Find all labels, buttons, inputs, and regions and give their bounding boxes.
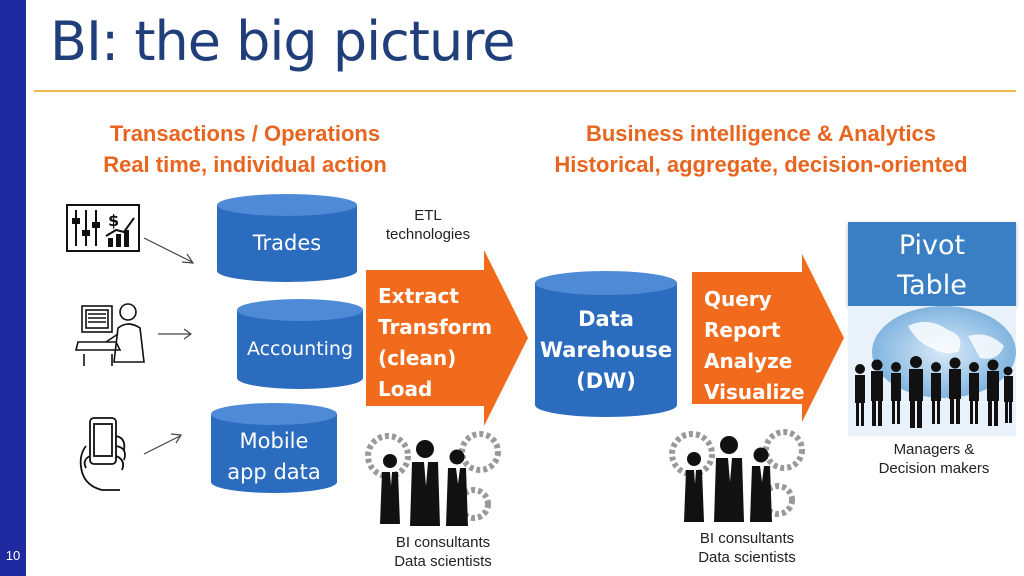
etl-step-clean: (clean) [378, 346, 457, 370]
consultants-image-right [668, 424, 810, 522]
etl-step-load: Load [378, 377, 433, 401]
consultants-image-left [364, 426, 506, 526]
dw-line1: Data [578, 307, 634, 331]
managers-caption: Managers & Decision makers [856, 440, 1012, 478]
heading-transactions-line2: Real time, individual action [103, 152, 387, 177]
dw-line2: Warehouse [539, 338, 673, 362]
arrow-trades [143, 237, 195, 264]
data-warehouse-label: Data Warehouse (DW) [534, 304, 678, 397]
consultants-left-line1: BI consultants [395, 534, 491, 551]
pivot-table-box: Pivot Table [848, 222, 1016, 306]
trades-label: Trades [252, 231, 322, 255]
analysis-step-analyze: Analyze [704, 349, 793, 373]
trades-cylinder: Trades [216, 193, 358, 283]
arrow-accounting [158, 328, 193, 340]
managers-image [848, 306, 1016, 436]
analysis-arrow [692, 254, 844, 422]
heading-bi-line1: Business intelligence & Analytics [585, 121, 937, 146]
etl-step-extract: Extract [378, 284, 459, 308]
mobile-cylinder: Mobile app data [210, 402, 338, 494]
pivot-line1: Pivot [898, 230, 966, 261]
svg-text:$: $ [108, 211, 119, 230]
analysis-step-report: Report [704, 318, 781, 342]
pivot-line2: Table [897, 270, 967, 301]
pivot-table-label: Pivot Table [848, 222, 1016, 306]
heading-bi-analytics: Business intelligence & Analytics Histor… [510, 118, 1012, 180]
consultants-right-line1: BI consultants [699, 530, 795, 547]
etl-caption-line1: ETL [414, 207, 442, 224]
sidebar-bar [0, 0, 26, 576]
mobile-label-line2: app data [227, 460, 321, 484]
slide-number: 10 [5, 548, 21, 563]
dw-line3: (DW) [576, 369, 636, 393]
trading-icon: $ [66, 204, 140, 252]
etl-caption: ETL technologies [372, 206, 484, 244]
accounting-label: Accounting [246, 338, 354, 360]
etl-arrow [366, 250, 528, 426]
heading-transactions-line1: Transactions / Operations [109, 121, 381, 146]
arrow-mobile [143, 433, 183, 455]
data-warehouse-cylinder: Data Warehouse (DW) [534, 270, 678, 418]
etl-step-transform: Transform [378, 315, 493, 339]
analysis-step-visualize: Visualize [704, 380, 805, 404]
consultants-right-line2: Data scientists [698, 549, 796, 566]
slide-title: BI: the big picture [50, 10, 515, 73]
analysis-steps: Query Report Analyze Visualize [704, 284, 805, 408]
managers-line2: Decision makers [878, 460, 990, 477]
etl-caption-line2: technologies [385, 226, 471, 243]
heading-transactions: Transactions / Operations Real time, ind… [62, 118, 428, 180]
consultants-caption-left: BI consultants Data scientists [372, 533, 514, 571]
title-divider [34, 90, 1016, 92]
consultants-left-line2: Data scientists [394, 553, 492, 570]
accountant-icon [74, 298, 148, 368]
etl-steps: Extract Transform (clean) Load [378, 281, 492, 405]
mobile-label-line1: Mobile [239, 429, 309, 453]
consultants-caption-right: BI consultants Data scientists [676, 529, 818, 567]
heading-bi-line2: Historical, aggregate, decision-oriented [554, 152, 968, 177]
smartphone-hand-icon [72, 416, 136, 492]
analysis-step-query: Query [704, 287, 772, 311]
mobile-label: Mobile app data [210, 426, 338, 488]
managers-line1: Managers & [893, 441, 975, 458]
accounting-cylinder: Accounting [236, 298, 364, 390]
